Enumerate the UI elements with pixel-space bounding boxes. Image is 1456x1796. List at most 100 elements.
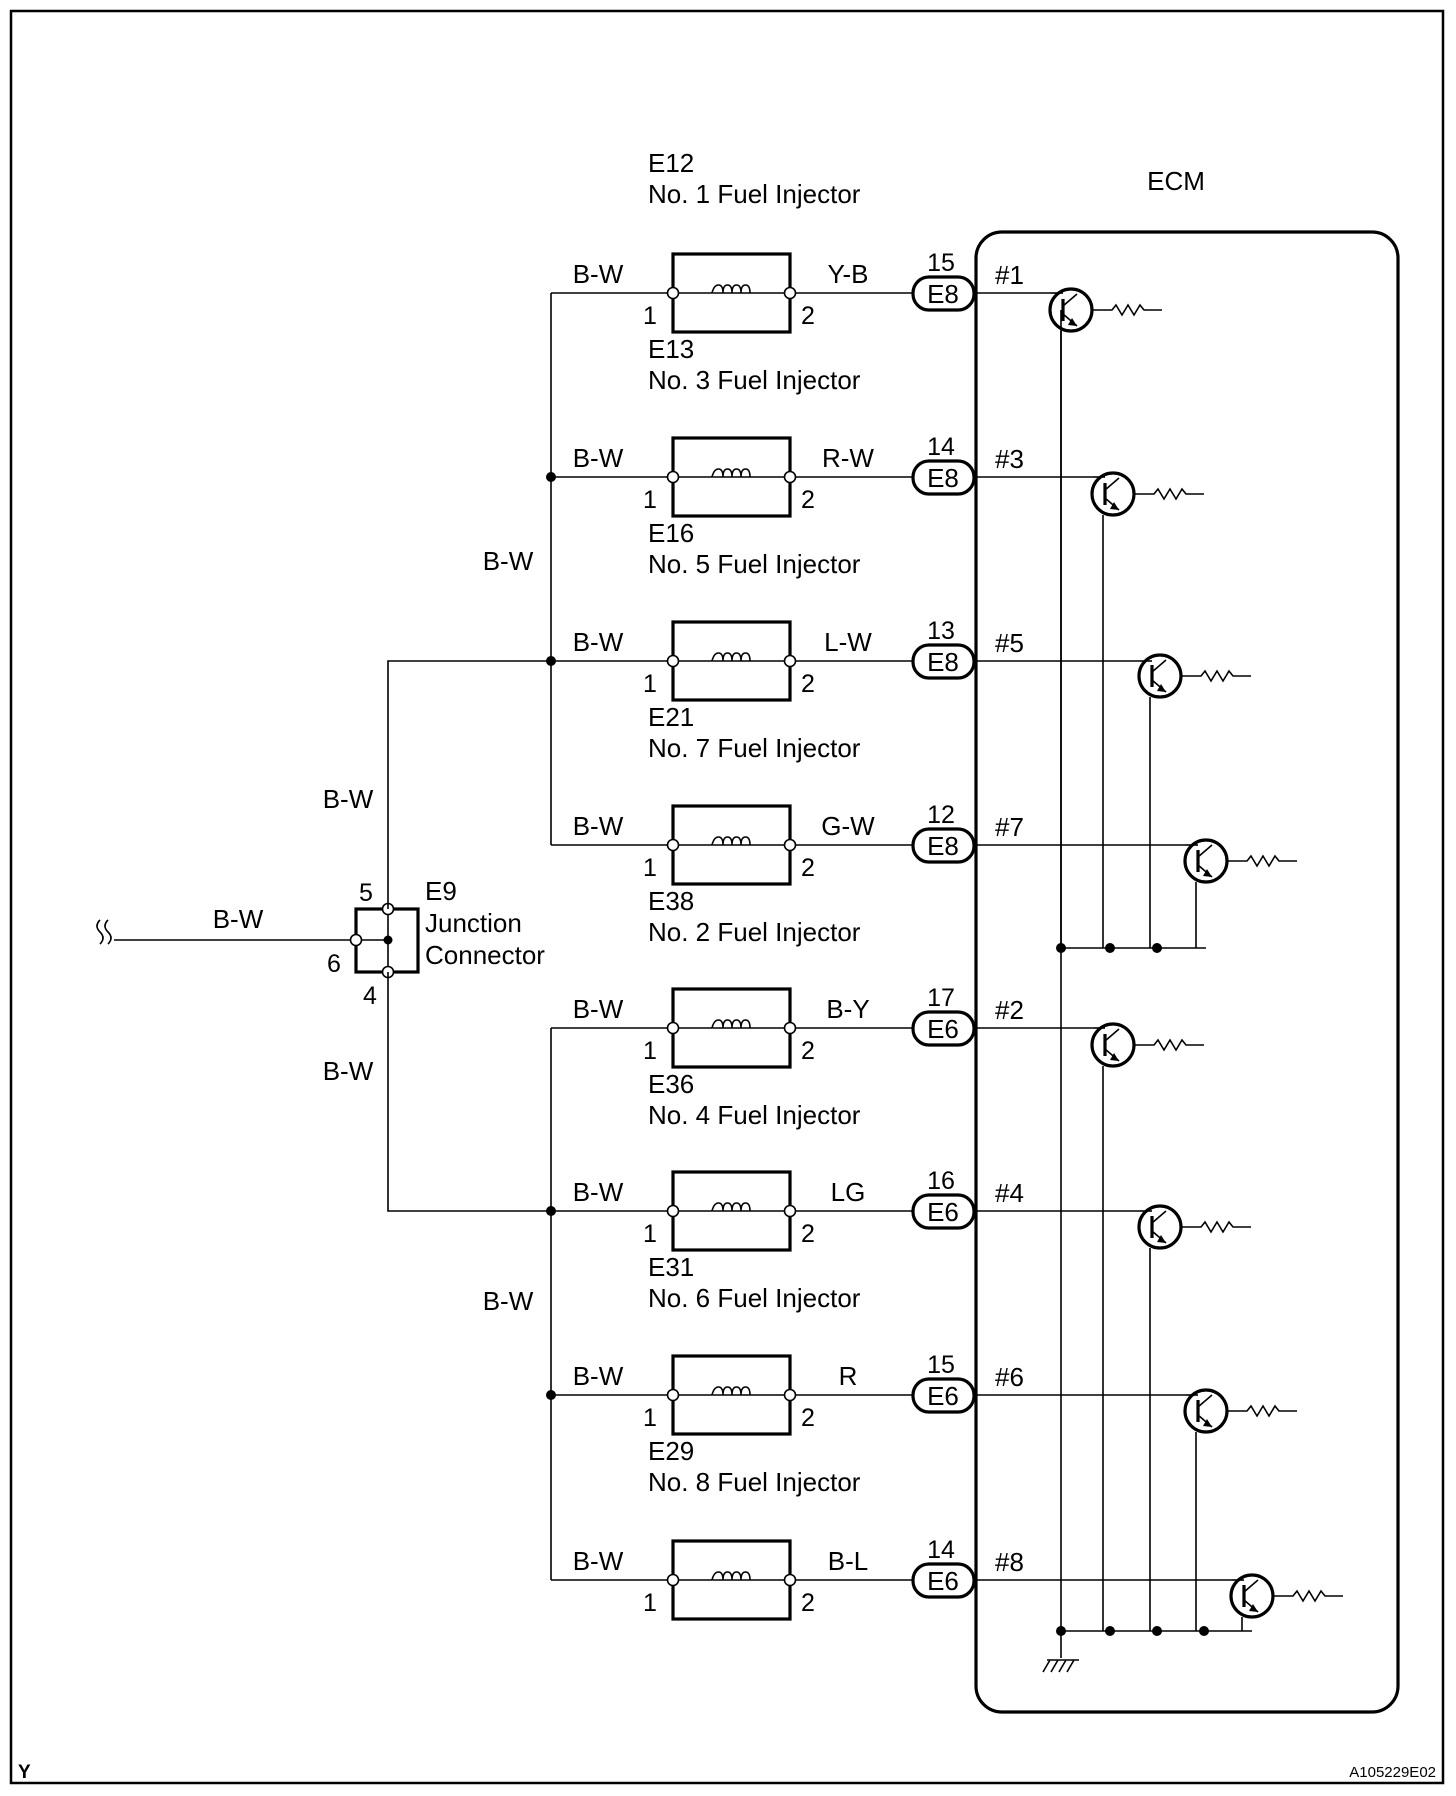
injector-pin-1 (666, 286, 680, 300)
injector-name: No. 8 Fuel Injector (648, 1467, 861, 1497)
injector-input-wire-label: B-W (573, 1177, 624, 1207)
injector-pin-out-label: 2 (801, 854, 815, 882)
injector-name: No. 2 Fuel Injector (648, 917, 861, 947)
ground-bus-dot (1152, 943, 1162, 953)
ecm-box (974, 230, 1400, 1714)
upper-bus-label: B-W (483, 546, 534, 576)
junction-lower-wire-label: B-W (323, 1056, 374, 1086)
injector-input-wire-label: B-W (573, 627, 624, 657)
injector-coil-icon (711, 1571, 751, 1581)
injector-row (551, 252, 1051, 334)
injector-id: E38 (648, 886, 694, 916)
injector-id: E13 (648, 334, 694, 364)
injector-pin-1 (666, 838, 680, 852)
ecm-connector (911, 275, 976, 312)
ecm-signal-label: #7 (995, 812, 1024, 842)
injector-id: E29 (648, 1436, 694, 1466)
base-resistor (1227, 854, 1297, 868)
injector-pin-2 (783, 654, 797, 668)
ecm-signal-label: #2 (995, 995, 1024, 1025)
ecm-title: ECM (1147, 166, 1205, 196)
injector-output-wire-label: B-Y (826, 994, 869, 1024)
base-resistor (1273, 1589, 1343, 1603)
injector-input-wire-label: B-W (573, 1546, 624, 1576)
ground-bus-dot (1105, 943, 1115, 953)
ecm-connector-label: E8 (927, 647, 959, 677)
base-resistor (1227, 1404, 1297, 1418)
injector-pin-1 (666, 1204, 680, 1218)
injector-input-wire-label: B-W (573, 443, 624, 473)
ground-bus-dot (1152, 1626, 1162, 1636)
base-resistor (1134, 1038, 1204, 1052)
injector-output-wire-label: Y-B (828, 259, 869, 289)
junction-pin-top-label: 5 (359, 879, 373, 907)
injector-output-wire-label: G-W (821, 811, 875, 841)
injector-output-wire-label: B-L (828, 1546, 868, 1576)
feed-wire (96, 919, 356, 945)
ecm-connector-label: E8 (927, 831, 959, 861)
injector-pin-in-label: 1 (643, 670, 657, 698)
injector-row (551, 436, 1093, 518)
lower-bus-label: B-W (483, 1286, 534, 1316)
transistor-icon (1090, 1022, 1204, 1631)
junction-id: E9 (425, 876, 457, 906)
ecm-signal-label: #5 (995, 628, 1024, 658)
ground-bus-dot (1105, 1626, 1115, 1636)
transistor-icon (1229, 1573, 1343, 1631)
injector-pin-2 (783, 1204, 797, 1218)
injector-buses (546, 293, 556, 1580)
figure-code: A105229E02 (1349, 1764, 1436, 1781)
injector-coil-icon (711, 652, 751, 662)
injector-coil-icon (711, 468, 751, 478)
injector-input-wire-label: B-W (573, 994, 624, 1024)
injector-pin-1 (666, 654, 680, 668)
ecm-pin-label: 17 (927, 984, 955, 1012)
base-resistor (1181, 669, 1251, 683)
ecm-connector-label: E8 (927, 279, 959, 309)
injector-coil-icon (711, 284, 751, 294)
injector-pin-out-label: 2 (801, 1589, 815, 1617)
junction-upper-wire-label: B-W (323, 784, 374, 814)
injector-id: E31 (648, 1252, 694, 1282)
transistor-icon (1183, 1388, 1297, 1631)
junction-pin-6 (349, 933, 363, 947)
injector-pin-2 (783, 838, 797, 852)
injector-id: E12 (648, 148, 694, 178)
ecm-connector (911, 1377, 976, 1414)
transistor-icon (1048, 287, 1162, 948)
injector-id: E36 (648, 1069, 694, 1099)
injector-pin-in-label: 1 (643, 1589, 657, 1617)
base-resistor (1134, 487, 1204, 501)
injector-pin-in-label: 1 (643, 486, 657, 514)
base-resistor (1092, 303, 1162, 317)
ecm-pin-label: 15 (927, 1351, 955, 1379)
ecm-signal-label: #6 (995, 1362, 1024, 1392)
injector-output-wire-label: LG (831, 1177, 866, 1207)
ecm-connector-label: E6 (927, 1566, 959, 1596)
injector-coil-icon (711, 1386, 751, 1396)
ecm-connector-label: E6 (927, 1014, 959, 1044)
transistor-icon (1137, 1204, 1251, 1631)
injector-pin-1 (666, 1388, 680, 1402)
injector-name: No. 6 Fuel Injector (648, 1283, 861, 1313)
ecm-pin-label: 12 (927, 801, 955, 829)
injector-row (551, 620, 1140, 702)
injector-pin-out-label: 2 (801, 670, 815, 698)
ecm-connector-label: E8 (927, 463, 959, 493)
injector-row (551, 987, 1093, 1069)
injector-pin-2 (783, 1573, 797, 1587)
injector-coil-icon (711, 1202, 751, 1212)
ecm-connector-label: E6 (927, 1197, 959, 1227)
injector-name: No. 5 Fuel Injector (648, 549, 861, 579)
base-resistor (1181, 1220, 1251, 1234)
transistor-icon (1137, 653, 1251, 948)
transistor-icon (1090, 471, 1204, 948)
injector-pin-2 (783, 1388, 797, 1402)
ecm-signal-label: #8 (995, 1547, 1024, 1577)
injector-row (551, 1354, 1186, 1436)
injector-pin-2 (783, 470, 797, 484)
ecm-connector (911, 643, 976, 680)
ecm-ground-bus (1042, 947, 1252, 1673)
